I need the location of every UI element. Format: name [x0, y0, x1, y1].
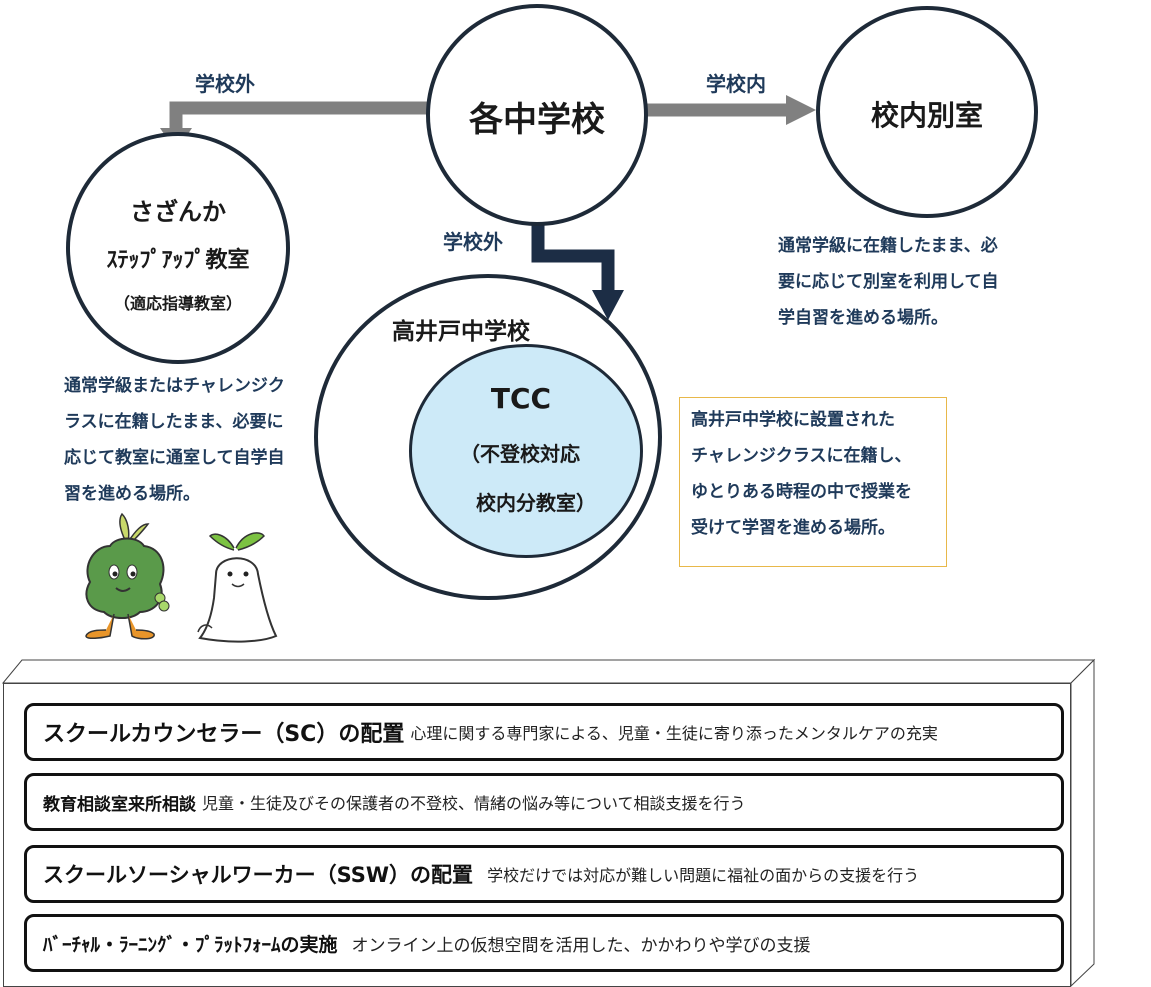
main-school-label: 各中学校	[469, 100, 605, 140]
tcc-circle	[409, 344, 643, 558]
arrow-to-in-school-room	[645, 95, 816, 125]
mascot-white-character	[197, 532, 278, 643]
sazanka-circle	[66, 132, 290, 364]
support-box-3d-frame	[1, 658, 1096, 987]
support-row-desc: 心理に関する専門家による、児童・生徒に寄り添ったメンタルケアの充実	[410, 724, 938, 743]
arrow-label-inside-right: 学校内	[706, 72, 766, 96]
sazanka-title: さざんか	[130, 198, 226, 226]
in-school-room-label: 校内別室	[870, 99, 983, 132]
tcc-line1: （不登校対応	[460, 442, 580, 466]
support-row-title: スクールソーシャルワーカー（SSW）の配置	[43, 863, 474, 887]
tcc-line2: 校内分教室）	[476, 491, 596, 515]
arrow-label-outside-left: 学校外	[195, 72, 255, 96]
tcc-label: TCC	[490, 382, 552, 415]
flow-arrows	[160, 95, 816, 320]
support-row-virtual-learning: ﾊﾞｰﾁｬﾙ・ﾗｰﾆﾝｸﾞ・ﾌﾟﾗｯﾄﾌｫｰﾑの実施 オンライン上の仮想空間を活…	[24, 914, 1064, 972]
sazanka-subtitle: ｽﾃｯﾌﾟｱｯﾌﾟ教室	[106, 248, 250, 273]
support-row-title: スクールカウンセラー（SC）の配置	[43, 722, 405, 747]
support-row-consultation: 教育相談室来所相談 児童・生徒及びその保護者の不登校、情緒の悩み等について相談支…	[24, 773, 1064, 831]
mascot-green-character	[85, 512, 170, 640]
sazanka-description: 通常学級またはチャレンジク ラスに在籍したまま、必要に 応じて教室に通室して自学…	[64, 376, 285, 504]
support-row-desc: 児童・生徒及びその保護者の不登校、情緒の悩み等について相談支援を行う	[202, 794, 746, 813]
support-row-desc: 学校だけでは対応が難しい問題に福祉の面からの支援を行う	[487, 866, 920, 885]
tcc-description: 高井戸中学校に設置された チャレンジクラスに在籍し、 ゆとりある時程の中で授業を…	[691, 410, 912, 538]
support-row-sc: スクールカウンセラー（SC）の配置 心理に関する専門家による、児童・生徒に寄り添…	[24, 703, 1064, 761]
support-row-ssw: スクールソーシャルワーカー（SSW）の配置 学校だけでは対応が難しい問題に福祉の…	[24, 845, 1064, 903]
sazanka-paren: （適応指導教室）	[113, 294, 242, 313]
support-row-title: ﾊﾞｰﾁｬﾙ・ﾗｰﾆﾝｸﾞ・ﾌﾟﾗｯﾄﾌｫｰﾑの実施	[43, 933, 338, 956]
in-school-room-circle	[816, 6, 1038, 218]
arrow-to-takaido	[531, 214, 624, 320]
tcc-description-box	[679, 397, 947, 567]
main-school-circle	[426, 4, 648, 226]
in-school-room-description: 通常学級に在籍したまま、必 要に応じて別室を利用して自 学自習を進める場所。	[778, 236, 999, 328]
arrow-label-outside-down: 学校外	[443, 230, 503, 254]
support-row-desc: オンライン上の仮想空間を活用した、かかわりや学びの支援	[351, 935, 811, 956]
support-row-title: 教育相談室来所相談	[43, 794, 196, 815]
takaido-label: 高井戸中学校	[392, 319, 530, 345]
